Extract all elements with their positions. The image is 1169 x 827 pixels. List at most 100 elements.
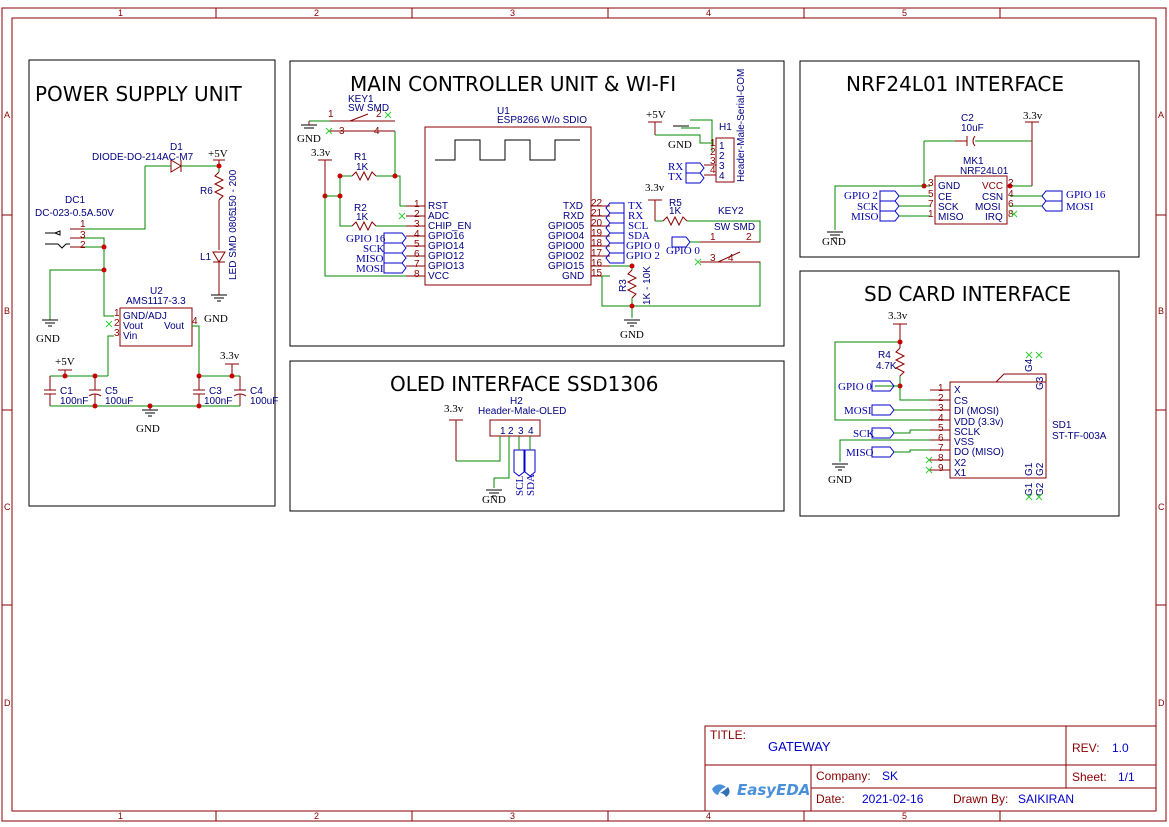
svg-text:CE: CE	[938, 192, 952, 203]
svg-text:9: 9	[938, 463, 944, 474]
svg-text:GPIO 2: GPIO 2	[844, 190, 878, 202]
net-3v3-label: 3.3v	[444, 403, 464, 415]
svg-text:GPIO04: GPIO04	[548, 231, 585, 242]
power-circuit: D1 DIODE-DO-214AC-M7 +5V R6 150 - 200 L1…	[35, 142, 278, 435]
easyeda-logo-text: EasyEDA	[737, 781, 810, 799]
svg-text:22: 22	[591, 198, 603, 209]
svg-text:C3: C3	[209, 386, 222, 397]
svg-text:TITLE:: TITLE:	[710, 728, 746, 742]
svg-text:GPIO 0: GPIO 0	[838, 381, 872, 393]
svg-text:X2: X2	[954, 458, 967, 469]
col-label: 5	[902, 8, 907, 18]
sd-pins: X CS DI (MOSI) VDD (3.3v) SCLK VSS DO (M…	[930, 383, 1004, 479]
svg-text:2: 2	[710, 147, 716, 158]
u2-value: AMS1117-3.3	[126, 296, 186, 307]
svg-text:GPIO14: GPIO14	[428, 241, 465, 252]
svg-text:SCK: SCK	[857, 201, 878, 213]
svg-text:8: 8	[1008, 209, 1014, 220]
svg-text:3: 3	[414, 219, 420, 230]
svg-text:4: 4	[719, 171, 725, 182]
svg-text:VSS: VSS	[954, 437, 974, 448]
svg-text:2: 2	[114, 318, 120, 329]
svg-text:3: 3	[339, 126, 345, 137]
gnd-label: GND	[482, 494, 506, 506]
power-section-title: POWER SUPPLY UNIT	[35, 82, 242, 106]
l1-ref: L1	[200, 252, 212, 263]
header-h1	[715, 137, 735, 183]
svg-text:RX: RX	[668, 161, 683, 173]
svg-text:Date:: Date:	[816, 792, 845, 806]
svg-text:R3: R3	[618, 279, 629, 292]
svg-text:SCLK: SCLK	[954, 427, 980, 438]
svg-text:1: 1	[500, 426, 506, 437]
svg-text:TXD: TXD	[563, 201, 583, 212]
oled-section-box	[289, 360, 785, 512]
svg-text:100uF: 100uF	[250, 396, 278, 407]
resistor-r4	[894, 347, 906, 377]
resistor-r2	[351, 220, 377, 232]
svg-text:3: 3	[719, 161, 725, 172]
svg-text:4: 4	[728, 253, 734, 264]
svg-text:19: 19	[591, 228, 603, 239]
nrf-section-box	[799, 60, 1140, 258]
svg-text:3: 3	[938, 403, 944, 414]
row-label: B	[4, 306, 10, 316]
svg-text:GND: GND	[562, 271, 584, 282]
svg-text:G2: G2	[1035, 482, 1046, 496]
net-3v3-label: 3.3v	[220, 350, 240, 362]
oled-circuit: H2 Header-Male-OLED 1 2 3 4 3.3v GND SCL…	[444, 396, 566, 506]
svg-text:2: 2	[719, 151, 725, 162]
mcu-section-title: MAIN CONTROLLER UNIT & WI-FI	[350, 72, 676, 96]
svg-text:CS: CS	[954, 396, 968, 407]
svg-text:GPIO15: GPIO15	[548, 261, 585, 272]
svg-text:GND/ADJ: GND/ADJ	[123, 311, 167, 322]
led-l1	[212, 251, 226, 263]
net-3v3-label: 3.3v	[311, 147, 331, 159]
row-label: C	[4, 502, 11, 512]
svg-text:ST-TF-003A: ST-TF-003A	[1052, 431, 1107, 442]
sheet-frame: 1 2 3 4 5 1 2 3 4 5 A B C D A B C D	[1, 7, 1167, 822]
gnd-label: GND	[297, 133, 321, 145]
svg-text:4: 4	[414, 229, 420, 240]
svg-text:C5: C5	[105, 386, 118, 397]
svg-text:MISO: MISO	[846, 447, 874, 459]
col-label: 4	[706, 811, 711, 821]
r6-value: 150 - 200	[228, 169, 239, 212]
svg-text:H1: H1	[719, 122, 732, 133]
svg-text:7: 7	[928, 199, 934, 210]
svg-text:1K: 1K	[669, 206, 682, 217]
svg-text:ADC: ADC	[428, 211, 449, 222]
svg-text:1: 1	[80, 219, 86, 230]
date-value: 2021-02-16	[862, 792, 924, 806]
svg-text:1: 1	[710, 138, 716, 149]
svg-text:100nF: 100nF	[60, 396, 88, 407]
svg-text:REV:: REV:	[1072, 741, 1100, 755]
svg-text:MISO: MISO	[356, 253, 384, 265]
svg-text:6: 6	[1008, 199, 1014, 210]
svg-text:Header-Male-Serial-COM: Header-Male-Serial-COM	[736, 69, 747, 182]
nrf-section-title: NRF24L01 INTERFACE	[846, 72, 1064, 96]
dc1-ref: DC1	[65, 195, 85, 206]
svg-text:8: 8	[938, 453, 944, 464]
svg-text:1: 1	[328, 109, 334, 120]
svg-text:SCL: SCL	[514, 476, 526, 496]
svg-text:RX: RX	[628, 210, 643, 222]
svg-text:MISO: MISO	[851, 211, 879, 223]
net-5v-label: +5V	[646, 109, 666, 121]
svg-text:5: 5	[928, 189, 934, 200]
dc1-value: DC-023-0.5A.50V	[35, 208, 114, 219]
svg-text:C1: C1	[60, 386, 73, 397]
svg-text:GPIO00: GPIO00	[548, 241, 585, 252]
svg-text:2: 2	[80, 240, 86, 251]
rev-value: 1.0	[1112, 741, 1129, 755]
nrf-circuit: C2 10uF 3.3v GND MK1 NRF24L01 GND CE SCK…	[822, 110, 1106, 248]
svg-text:2: 2	[414, 209, 420, 220]
row-label: D	[1158, 698, 1165, 708]
nrf24l01-mk1	[934, 175, 1008, 225]
svg-text:5: 5	[938, 423, 944, 434]
svg-text:1: 1	[414, 199, 420, 210]
svg-text:MISO: MISO	[938, 212, 964, 223]
key2-value: SW SMD	[714, 222, 755, 233]
svg-text:20: 20	[591, 218, 603, 229]
svg-text:C4: C4	[250, 386, 263, 397]
